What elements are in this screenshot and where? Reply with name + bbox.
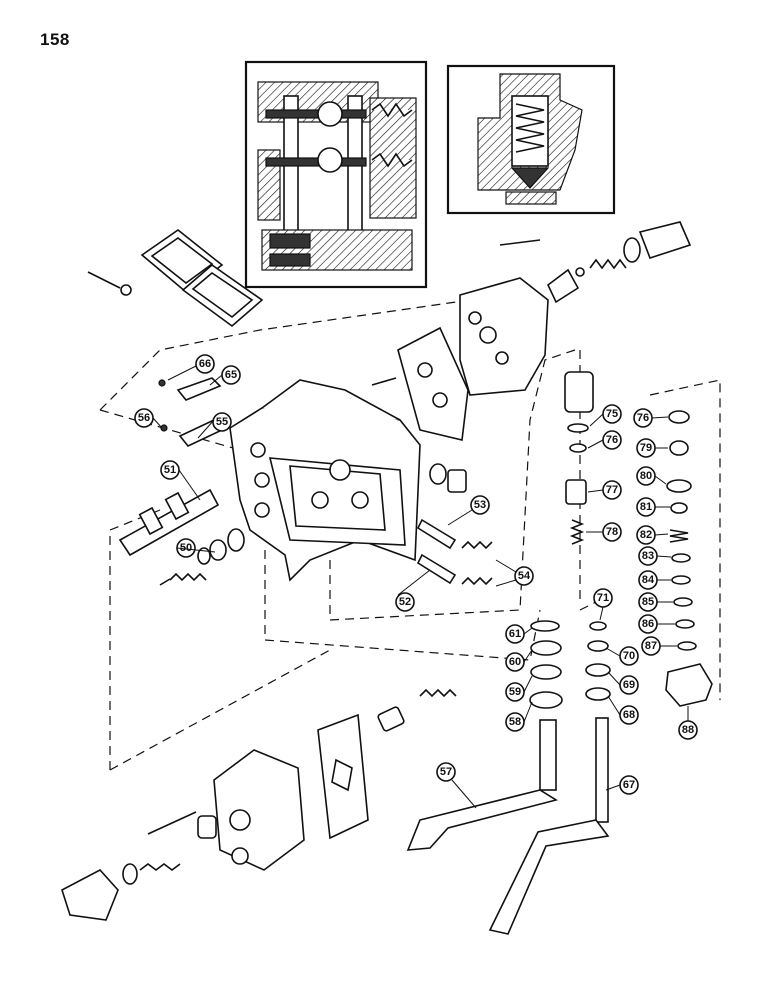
svg-text:78: 78 — [606, 526, 618, 538]
rocker-arms — [158, 377, 224, 447]
callout-76a: 76 — [633, 408, 653, 428]
svg-text:53: 53 — [474, 499, 486, 511]
svg-text:85: 85 — [642, 596, 654, 608]
top-cover-plate — [87, 229, 264, 328]
callout-77: 77 — [602, 480, 622, 500]
callout-87: 87 — [641, 636, 661, 656]
svg-text:57: 57 — [440, 766, 452, 778]
svg-text:56: 56 — [138, 412, 150, 424]
svg-text:58: 58 — [509, 716, 521, 728]
callout-75: 75 — [602, 404, 622, 424]
callout-56: 56 — [134, 408, 154, 428]
callout-82: 82 — [636, 525, 656, 545]
poppets-and-springs — [416, 463, 493, 586]
callout-69: 69 — [619, 675, 639, 695]
svg-text:83: 83 — [642, 550, 654, 562]
callout-55: 55 — [212, 412, 232, 432]
callout-54: 54 — [514, 566, 534, 586]
inset-section-view-right — [446, 64, 616, 215]
callout-58: 58 — [505, 712, 525, 732]
svg-text:75: 75 — [606, 408, 618, 420]
callout-88: 88 — [678, 720, 698, 740]
svg-text:59: 59 — [509, 686, 521, 698]
svg-text:61: 61 — [509, 628, 521, 640]
svg-text:76: 76 — [637, 412, 649, 424]
control-spool — [118, 488, 245, 586]
valve-body-housing — [229, 379, 421, 582]
callout-60: 60 — [505, 652, 525, 672]
svg-text:50: 50 — [180, 542, 192, 554]
svg-text:86: 86 — [642, 618, 654, 630]
callout-79: 79 — [636, 438, 656, 458]
callout-65: 65 — [221, 365, 241, 385]
callout-67: 67 — [619, 775, 639, 795]
rear-cover-plate — [371, 239, 549, 441]
callout-78: 78 — [602, 522, 622, 542]
callouts: 50 51 52 53 54 55 56 57 58 59 60 61 65 6… — [134, 354, 698, 795]
callout-61: 61 — [505, 624, 525, 644]
svg-text:67: 67 — [623, 779, 635, 791]
svg-text:71: 71 — [597, 592, 609, 604]
svg-text:69: 69 — [623, 679, 635, 691]
svg-text:79: 79 — [640, 442, 652, 454]
callout-81: 81 — [636, 497, 656, 517]
svg-text:51: 51 — [164, 464, 176, 476]
callout-76b: 76 — [602, 430, 622, 450]
callout-66: 66 — [195, 354, 215, 374]
callout-51: 51 — [160, 460, 180, 480]
svg-text:55: 55 — [216, 416, 228, 428]
callout-57: 57 — [436, 762, 456, 782]
svg-text:88: 88 — [682, 724, 694, 736]
callout-86: 86 — [638, 614, 658, 634]
svg-text:77: 77 — [606, 484, 618, 496]
svg-text:66: 66 — [199, 358, 211, 370]
callout-68: 68 — [619, 705, 639, 725]
page-number: 158 — [40, 30, 70, 49]
callout-53: 53 — [470, 495, 490, 515]
seal-stack-center — [529, 620, 611, 709]
callout-59: 59 — [505, 682, 525, 702]
svg-text:87: 87 — [645, 640, 657, 652]
svg-text:76: 76 — [606, 434, 618, 446]
callout-52: 52 — [395, 592, 415, 612]
svg-text:84: 84 — [642, 574, 655, 586]
relief-valve-assembly — [546, 221, 692, 545]
svg-text:80: 80 — [640, 470, 652, 482]
callout-80: 80 — [636, 466, 656, 486]
phantom-lines — [99, 299, 721, 771]
leader-lines — [152, 365, 689, 809]
svg-text:70: 70 — [623, 650, 635, 662]
lower-valve-section — [61, 688, 457, 921]
callout-84: 84 — [638, 570, 658, 590]
callout-71: 71 — [593, 588, 613, 608]
callout-85: 85 — [638, 592, 658, 612]
svg-text:81: 81 — [640, 501, 652, 513]
svg-text:52: 52 — [399, 596, 411, 608]
svg-text:54: 54 — [518, 570, 531, 582]
svg-text:65: 65 — [225, 369, 237, 381]
callout-83: 83 — [638, 546, 658, 566]
seal-stack-right — [665, 410, 713, 707]
callout-70: 70 — [619, 646, 639, 666]
svg-text:68: 68 — [623, 709, 635, 721]
svg-text:82: 82 — [640, 529, 652, 541]
svg-text:60: 60 — [509, 656, 521, 668]
inset-section-view-left — [244, 60, 428, 289]
control-levers — [406, 717, 610, 935]
